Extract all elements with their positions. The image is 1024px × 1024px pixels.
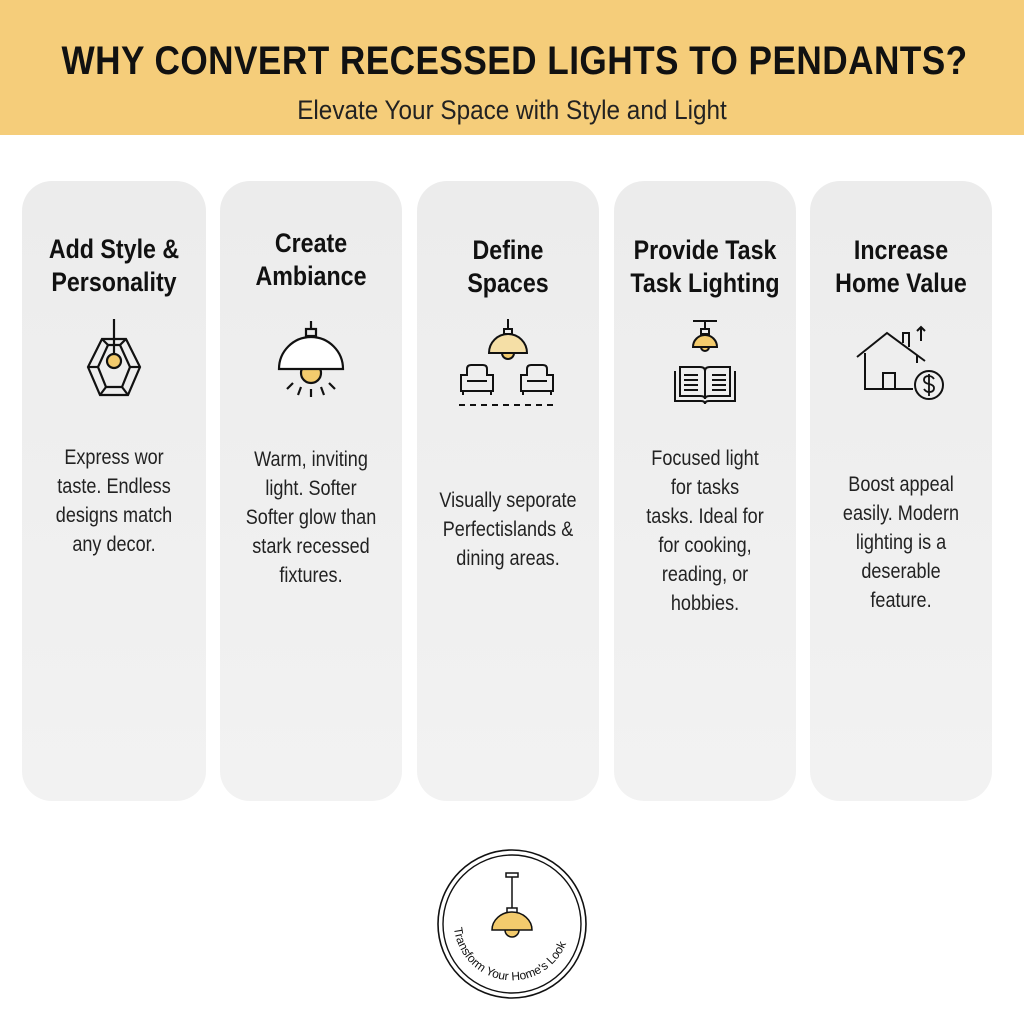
card-text-line: reading, or [661, 563, 749, 586]
card-title-line: Add Style & [48, 234, 180, 264]
pendant-lamp-icon [491, 872, 533, 938]
card-title-line: Spaces [467, 268, 549, 298]
card-text-line: taste. Endless [57, 475, 171, 498]
geometric-pendant-icon [86, 319, 142, 397]
card-title: Define Spaces [421, 234, 595, 300]
page-subtitle: Elevate Your Space with Style and Light [297, 95, 727, 125]
card-text-line: tasks. Ideal for [646, 505, 764, 528]
card-text-line: Warm, inviting [254, 448, 368, 471]
card-text-line: dining areas. [456, 547, 560, 570]
card-text-line: Visually seporate [439, 489, 577, 512]
card-define-spaces: Define Spaces Visually seporate Perfecti… [417, 181, 599, 801]
lamp-over-book-icon [674, 320, 736, 405]
card-title-line: Define [472, 235, 544, 265]
card-text-line: hobbies. [670, 592, 740, 615]
card-text: Express wor taste. Endless designs match… [26, 443, 201, 559]
card-text-line: easily. Modern [842, 502, 960, 525]
card-title-line: Ambiance [255, 261, 367, 291]
card-title-line: Increase [853, 235, 949, 265]
card-create-ambiance: Create Ambiance Warm, inviting light. So… [220, 181, 402, 801]
house-dollar-icon [856, 325, 944, 400]
card-add-style: Add Style & Personality Express wor tast… [22, 181, 206, 801]
card-text-line: for cooking, [658, 534, 752, 557]
pendant-over-chairs-icon [459, 319, 557, 406]
card-title-line: Provide Task [633, 235, 777, 265]
card-text: Visually seporate Perfectislands & dinin… [421, 486, 595, 573]
card-text-line: any decor. [72, 533, 156, 556]
card-text-line: light. Softer [265, 477, 357, 500]
card-text-line: for tasks [670, 476, 740, 499]
card-text-line: Perfectislands & [442, 518, 574, 541]
transform-badge: Transform Your Home's Look [437, 849, 587, 999]
card-text-line: Boost appeal [848, 473, 954, 496]
card-text-line: Express wor [64, 446, 164, 469]
card-text-line: Focused light [651, 447, 759, 470]
card-task-lighting: Provide Task Task Lighting Focused light… [614, 181, 796, 801]
card-text-line: deserable [861, 560, 941, 583]
card-text: Focused light for tasks tasks. Ideal for… [618, 444, 792, 618]
card-text: Warm, inviting light. Softer Softer glow… [224, 445, 398, 590]
card-text-line: feature. [870, 589, 932, 612]
card-title-line: Personality [51, 267, 177, 297]
card-title-line: Create [274, 228, 348, 258]
card-title: Provide Task Task Lighting [618, 234, 792, 300]
card-title: Create Ambiance [224, 227, 398, 293]
page-title: WHY CONVERT RECESSED LIGHTS TO PENDANTS? [61, 39, 968, 83]
card-text-line: fixtures. [279, 564, 343, 587]
card-text: Boost appeal easily. Modern lighting is … [814, 470, 988, 615]
card-text-line: lighting is a [855, 531, 947, 554]
card-text-line: designs match [55, 504, 173, 527]
card-text-line: stark recessed [252, 535, 370, 558]
card-title-line: Task Lighting [630, 268, 780, 298]
card-title: Increase Home Value [814, 234, 988, 300]
card-title: Add Style & Personality [26, 233, 201, 299]
card-title-line: Home Value [835, 268, 967, 298]
card-home-value: Increase Home Value Boost appeal easily.… [810, 181, 992, 801]
card-text-line: Softer glow than [245, 506, 377, 529]
header-banner: WHY CONVERT RECESSED LIGHTS TO PENDANTS?… [0, 0, 1024, 135]
dome-lamp-glow-icon [277, 321, 345, 397]
